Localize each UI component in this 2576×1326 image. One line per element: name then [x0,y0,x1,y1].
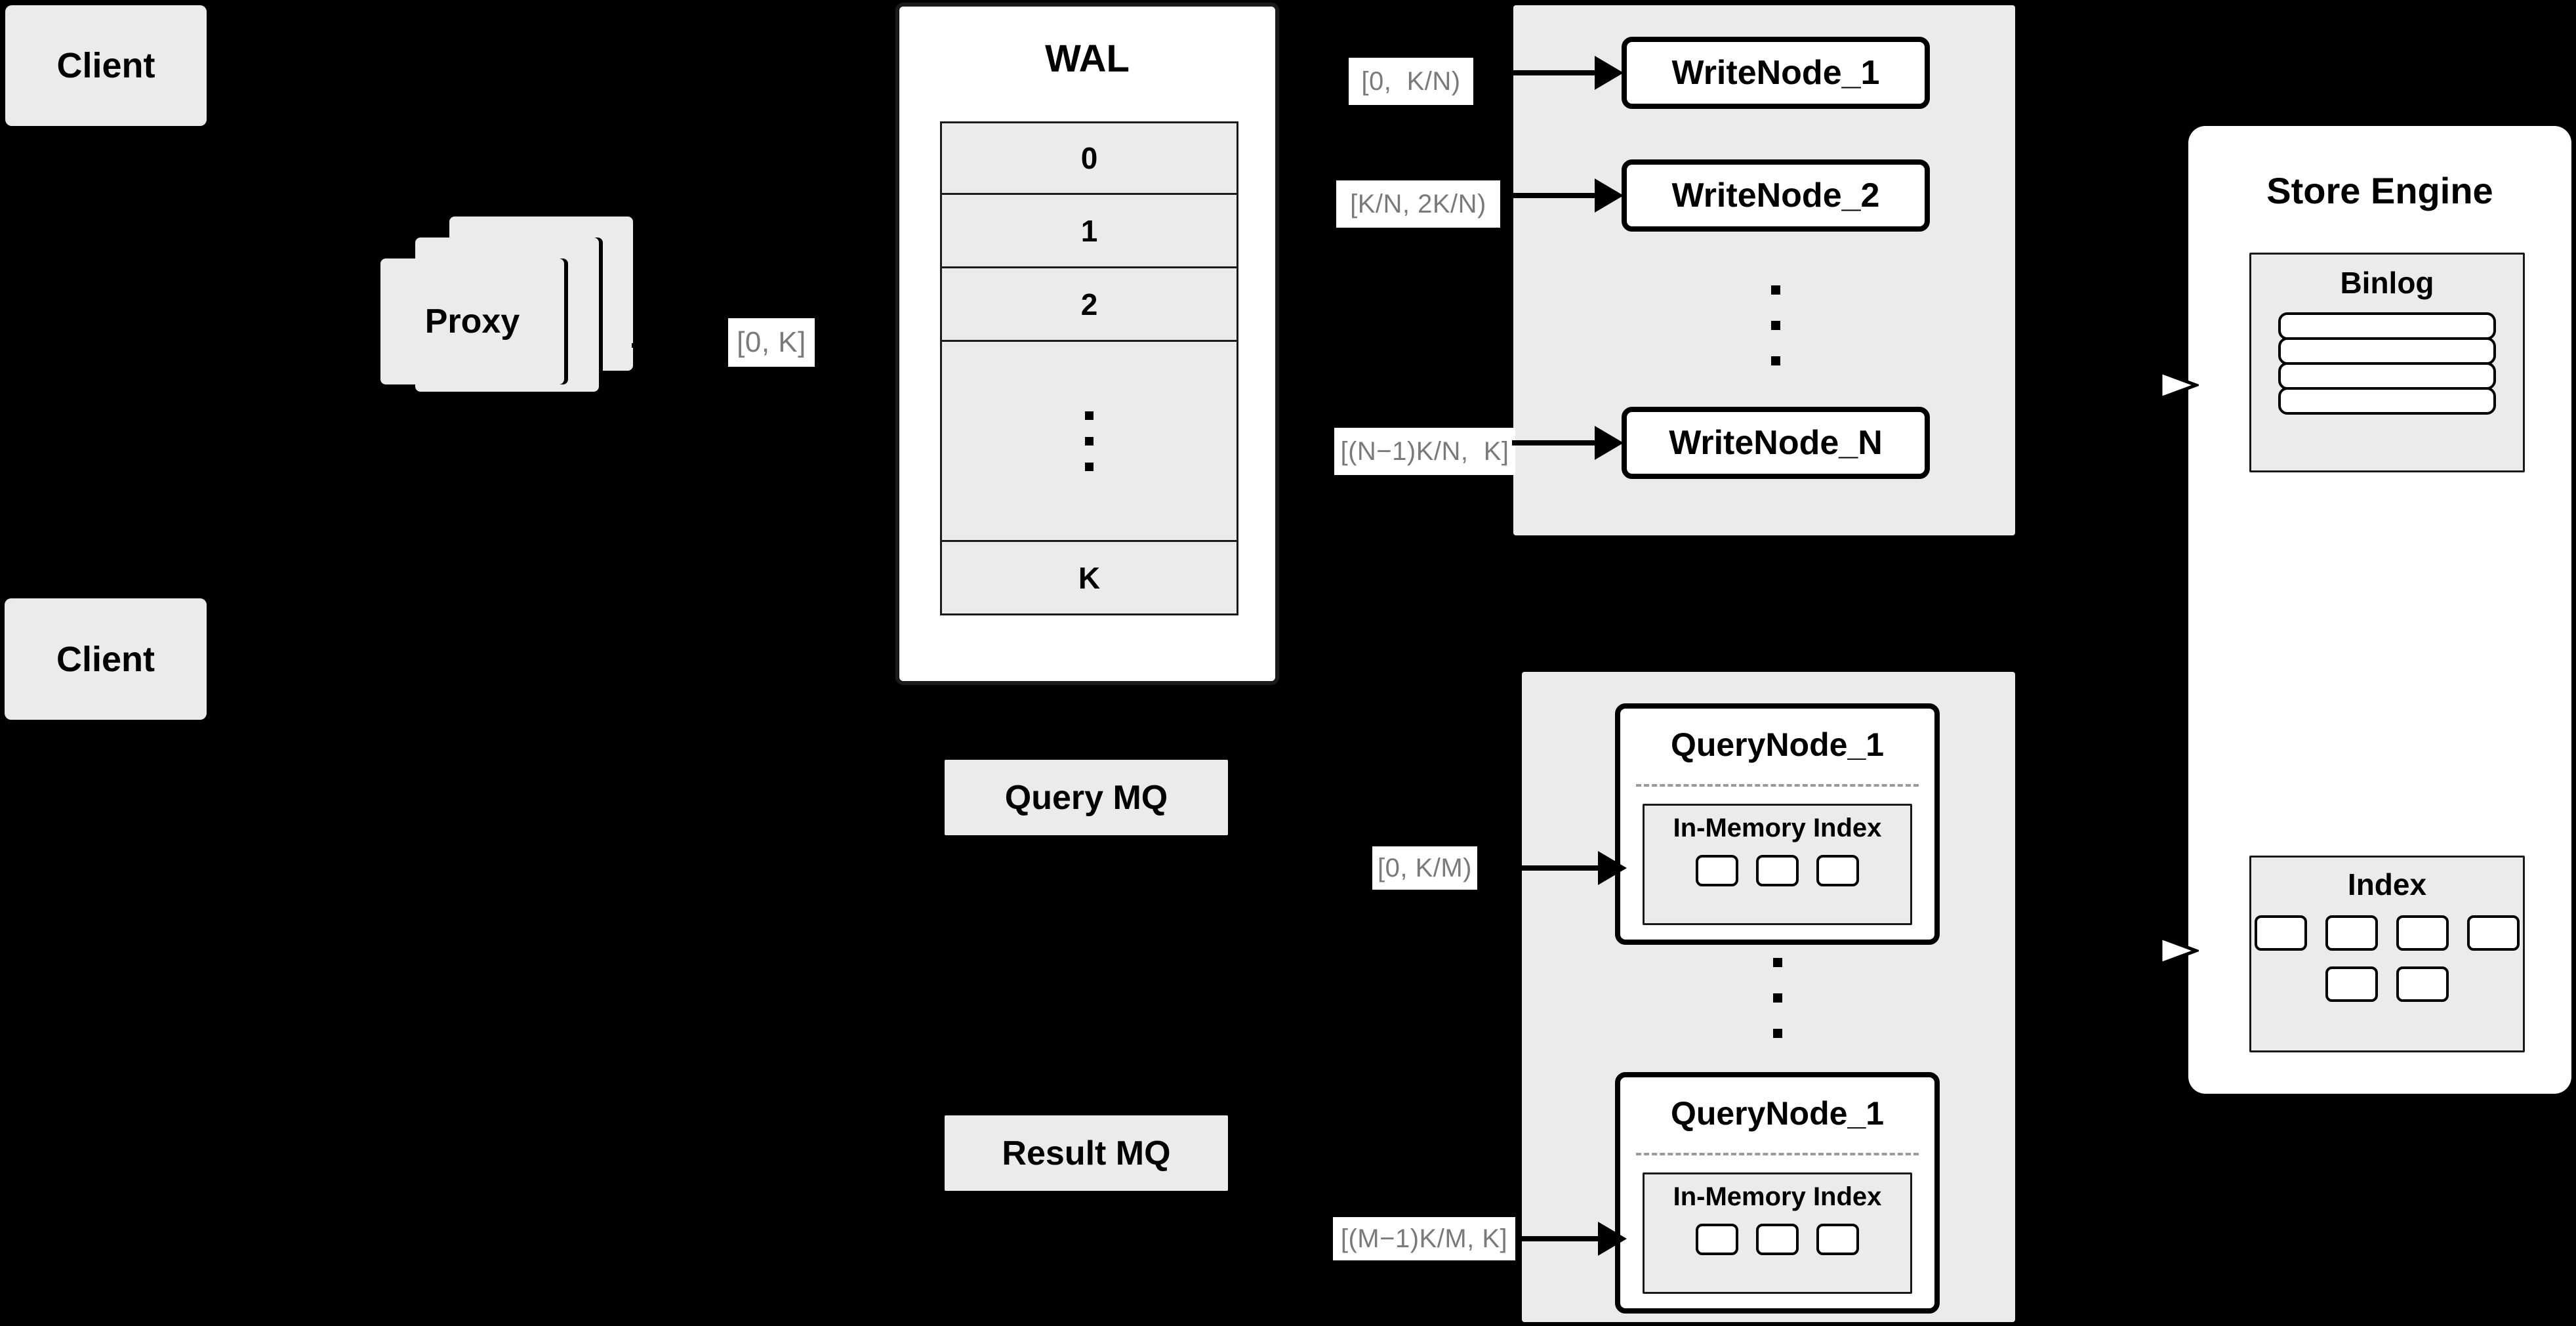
proxy-to-wal-connector [632,343,651,348]
index-cell[interactable] [2396,915,2449,951]
index-cell[interactable] [1816,855,1859,886]
index-cell[interactable] [2467,915,2520,951]
wal-row[interactable]: 1 [940,195,1238,268]
wal-row[interactable]: 0 [940,121,1238,195]
write-node-n-range-label: [(N−1)K/N, K] [1334,428,1515,475]
wal-row[interactable]: K [940,542,1238,615]
binlog-entry[interactable] [2278,362,2496,390]
binlog-entry[interactable] [2278,337,2496,365]
arrow-to-write-node-1 [1512,56,1627,90]
client-box-2[interactable]: Client [5,598,207,720]
write-node-label: WriteNode_2 [1671,176,1880,215]
proxy-range-label: [0, K] [728,318,815,367]
index-cell[interactable] [1816,1224,1859,1255]
query-node-divider [1636,784,1919,787]
open-arrowhead-icon [2159,369,2199,401]
binlog-title: Binlog [2340,266,2434,300]
wal-row[interactable]: 2 [940,268,1238,342]
in-memory-index-title: In-Memory Index [1673,814,1882,842]
write-node-n[interactable]: WriteNode_N [1622,407,1930,479]
index-cell[interactable] [1756,855,1799,886]
arrow-to-query-node-1 [1522,851,1637,885]
in-memory-index-title: In-Memory Index [1673,1182,1882,1211]
write-cluster-ellipsis [1769,272,1782,379]
query-node-1[interactable]: QueryNode_1 In-Memory Index [1615,703,1940,945]
write-node-label: WriteNode_1 [1671,54,1880,92]
binlog-panel: Binlog [2249,253,2525,472]
index-cell[interactable] [2325,966,2378,1002]
store-engine-title: Store Engine [2266,170,2493,211]
query-node-1-range-label: [0, K/M) [1372,846,1477,890]
wal-container: WAL 0 1 2 K [895,3,1279,685]
index-cell[interactable] [2255,915,2307,951]
query-node-divider [1636,1153,1919,1155]
client-label: Client [56,639,155,679]
index-cell[interactable] [2325,915,2378,951]
binlog-entry[interactable] [2278,387,2496,415]
query-node-m-range-label: [(M−1)K/M, K] [1333,1217,1515,1260]
query-mq-label: Query MQ [1004,778,1168,817]
vertical-ellipsis-icon [1085,403,1094,480]
query-node-m[interactable]: QueryNode_1 In-Memory Index [1615,1072,1940,1314]
arrow-to-index [2121,935,2207,966]
index-cell[interactable] [1696,855,1738,886]
index-cell[interactable] [2396,966,2449,1002]
client-label: Client [56,46,155,85]
query-node-title: QueryNode_1 [1670,1095,1885,1132]
arrow-to-write-node-n [1512,426,1627,460]
binlog-entry[interactable] [2278,312,2496,340]
arrow-to-write-node-2 [1512,178,1627,213]
query-node-title: QueryNode_1 [1670,726,1885,763]
index-title: Index [2347,867,2427,901]
write-node-2[interactable]: WriteNode_2 [1622,159,1930,232]
in-memory-index-panel-2: In-Memory Index [1643,1172,1912,1294]
write-node-label: WriteNode_N [1669,424,1883,462]
open-arrowhead-icon [2159,935,2199,966]
write-node-1[interactable]: WriteNode_1 [1622,37,1930,109]
proxy-stack-card-front[interactable]: Proxy [380,259,564,384]
in-memory-index-panel-1: In-Memory Index [1643,804,1912,925]
write-node-1-range-label: [0, K/N) [1349,58,1473,105]
index-cell[interactable] [1756,1224,1799,1255]
write-node-2-range-label: [K/N, 2K/N) [1336,180,1500,228]
arrow-to-binlog [2121,369,2207,401]
proxy-stack[interactable]: Proxy [380,217,682,426]
result-mq-box[interactable]: Result MQ [945,1115,1228,1191]
index-panel: Index [2249,856,2525,1052]
index-cell[interactable] [1696,1224,1738,1255]
arrow-to-query-node-m [1522,1222,1637,1256]
result-mq-label: Result MQ [1002,1134,1171,1172]
wal-rows: 0 1 2 K [940,121,1238,615]
client-box-1[interactable]: Client [5,5,207,126]
query-cluster-ellipsis [1771,945,1784,1051]
wal-row-ellipsis [940,342,1238,542]
wal-title: WAL [1045,37,1130,80]
proxy-label: Proxy [424,302,520,341]
query-mq-box[interactable]: Query MQ [945,760,1228,835]
